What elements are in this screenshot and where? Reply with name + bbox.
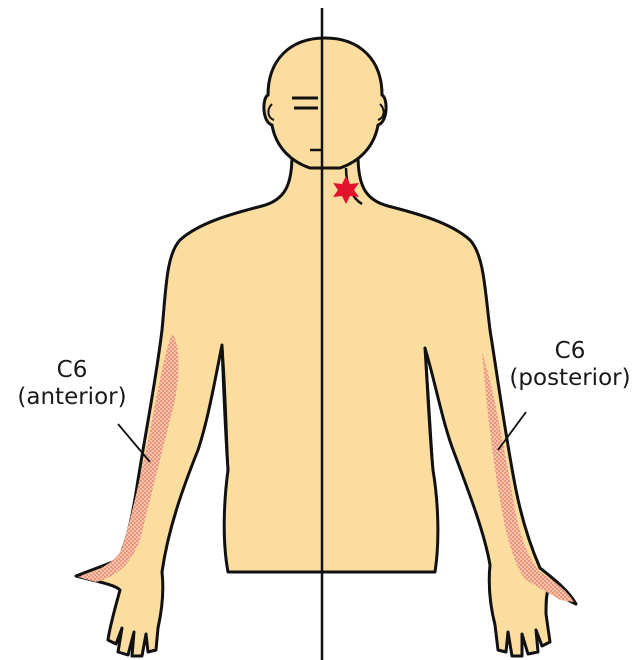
posterior-level-label: C6 xyxy=(555,338,586,364)
head xyxy=(264,38,386,168)
anterior-level-label: C6 xyxy=(57,357,88,383)
body-silhouette xyxy=(76,155,576,656)
anterior-side-label: (anterior) xyxy=(17,384,126,410)
posterior-side-label: (posterior) xyxy=(509,365,630,391)
